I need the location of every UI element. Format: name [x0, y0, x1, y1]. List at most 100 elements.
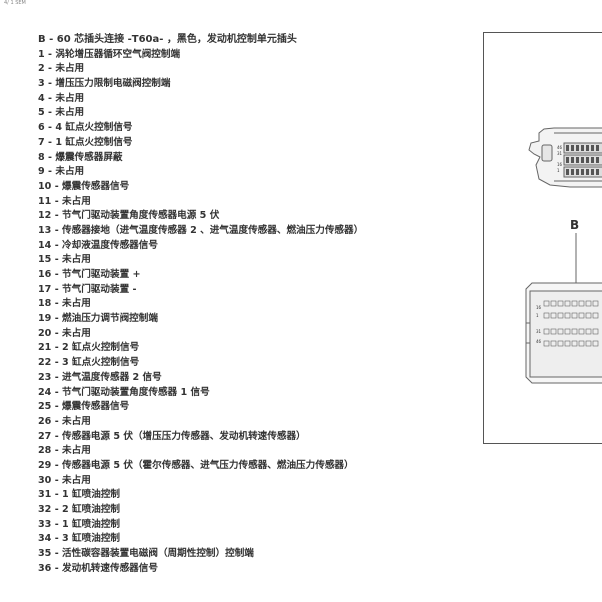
pin-number: 26 [38, 415, 52, 427]
pin-number: 5 [38, 107, 45, 119]
pin-number: 25 [38, 401, 52, 413]
pin-number: 32 [38, 504, 52, 515]
pin-item: 32 - 2 缸喷油控制 [38, 504, 121, 515]
pin-number-label: 1 [557, 168, 560, 173]
pin-item: 24 - 节气门驱动装置角度传感器 1 信号 [38, 386, 210, 398]
pin-item: 9 - 未占用 [38, 166, 85, 178]
pin-item: 26 - 未占用 [38, 415, 91, 427]
pin-number: 7 [38, 136, 45, 148]
pin-number: 21 [38, 342, 52, 354]
pin-item: 17 - 节气门驱动装置 - [38, 283, 137, 295]
pin-item: 33 - 1 缸喷油控制 [38, 518, 121, 530]
pin-description: 传感器电源 5 伏（增压压力传感器、发动机转速传感器） [62, 430, 306, 442]
pin-number: 2 [38, 63, 45, 75]
pin-number: 31 [38, 489, 52, 501]
pin-item: 12 - 节气门驱动装置角度传感器电源 5 伏 [38, 210, 220, 222]
pin-description: 未占用 [62, 195, 91, 207]
pin-number: 34 [38, 533, 52, 545]
pin-item: 4 - 未占用 [38, 92, 85, 104]
pin-item: 10 - 爆震传感器信号 [38, 180, 130, 192]
pin-description: 未占用 [55, 166, 85, 178]
pin-description: 燃油压力调节阀控制端 [62, 313, 158, 325]
pin-item: 1 - 涡轮增压器循环空气阀控制端 [38, 48, 181, 60]
pin-description: 未占用 [62, 298, 91, 310]
pin-item: 22 - 3 缸点火控制信号 [38, 357, 140, 369]
pin-description: 2 缸喷油控制 [62, 504, 121, 515]
pin-description: 未占用 [62, 254, 91, 266]
pin-item: 3 - 增压压力限制电磁阀控制端 [38, 78, 171, 90]
pin-item: 34 - 3 缸喷油控制 [38, 533, 121, 545]
pin-number: 36 [38, 562, 52, 574]
pin-description: 节气门驱动装置 + [62, 269, 141, 280]
pin-item: 13 - 传感器接地（进气温度传感器 2 、进气温度传感器、燃油压力传感器） [38, 224, 364, 236]
pin-item: 20 - 未占用 [38, 327, 91, 339]
pin-description: 未占用 [62, 415, 91, 427]
pin-item: 31 - 1 缸喷油控制 [38, 489, 121, 501]
pin-number: 24 [38, 386, 52, 398]
pin-number-label: 1 [536, 313, 539, 318]
pin-number-label: 46 [536, 339, 542, 344]
pin-number: 19 [38, 313, 52, 325]
connector-drawing: 46 31 16 1 16 1 31 46 [525, 127, 602, 384]
pin-item: 11 - 未占用 [38, 195, 91, 207]
pin-item: 35 - 活性碳容器装置电磁阀（周期性控制）控制端 [38, 548, 254, 560]
pin-number: 20 [38, 327, 52, 339]
pin-item: 23 - 进气温度传感器 2 信号 [38, 371, 162, 383]
pin-item: 14 - 冷却液温度传感器信号 [38, 239, 158, 251]
pin-description: 节气门驱动装置 - [62, 283, 137, 295]
pin-number: 14 [38, 239, 52, 251]
pin-item: 15 - 未占用 [38, 254, 91, 266]
pin-description: 爆震传感器信号 [62, 180, 130, 192]
pin-description: 2 缸点火控制信号 [62, 342, 140, 354]
connector-callout-label: B [570, 218, 580, 232]
upper-pin-numbers: 46 31 16 1 [557, 145, 563, 173]
pin-number: 13 [38, 224, 52, 236]
pin-description: 增压压力限制电磁阀控制端 [55, 78, 171, 90]
pin-number: 30 [38, 474, 52, 486]
pin-number: 16 [38, 269, 52, 280]
pin-item: 36 - 发动机转速传感器信号 [38, 562, 158, 574]
pin-number: 8 [38, 151, 45, 163]
pin-item: 28 - 未占用 [38, 445, 91, 457]
pin-item: 6 - 4 缸点火控制信号 [38, 122, 133, 134]
pin-description: 冷却液温度传感器信号 [62, 239, 158, 251]
pin-number: 27 [38, 430, 52, 442]
pin-item: 16 - 节气门驱动装置 + [38, 269, 141, 280]
pin-item: 8 - 爆震传感器屏蔽 [38, 151, 123, 163]
pin-number-label: 31 [536, 329, 542, 334]
pin-description: 4 缸点火控制信号 [55, 122, 133, 134]
pin-item: 21 - 2 缸点火控制信号 [38, 342, 140, 354]
pin-number: 4 [38, 92, 45, 104]
pin-number-label: 31 [557, 151, 563, 156]
pin-number: 28 [38, 445, 52, 457]
connector-figure: 46 31 16 1 16 1 31 46 B [483, 32, 602, 444]
pin-assignment-list: B - 60 芯插头连接 -T60a- ，黑色，发动机控制单元插头 1 - 涡轮… [38, 33, 363, 576]
pin-number: 18 [38, 298, 52, 310]
upper-pin-grid [566, 145, 599, 175]
pin-number-label: 16 [536, 305, 542, 310]
pin-number: 6 [38, 122, 45, 134]
connector-title: B - 60 芯插头连接 -T60a- ，黑色，发动机控制单元插头 [38, 34, 297, 45]
pin-number: 22 [38, 357, 52, 369]
lower-pin-numbers: 16 1 31 46 [536, 305, 542, 344]
pin-description: 涡轮增压器循环空气阀控制端 [55, 48, 181, 60]
pin-number: 23 [38, 371, 52, 383]
pin-description: 1 缸点火控制信号 [55, 136, 133, 148]
pin-description: 未占用 [62, 474, 91, 486]
pin-item: 19 - 燃油压力调节阀控制端 [38, 313, 158, 325]
pin-description: 未占用 [55, 107, 85, 119]
pin-number: 12 [38, 210, 52, 222]
pin-number: 3 [38, 78, 45, 90]
pin-number: 33 [38, 518, 52, 530]
pin-description: 爆震传感器信号 [62, 401, 130, 413]
pin-number: 11 [38, 195, 52, 207]
pin-description: 3 缸喷油控制 [62, 533, 121, 545]
pin-number: 29 [38, 459, 52, 471]
lower-pin-grid [543, 300, 599, 347]
pin-description: 进气温度传感器 2 信号 [62, 371, 162, 383]
pin-number: 17 [38, 283, 52, 295]
pin-description: 未占用 [62, 445, 91, 457]
pin-description: 活性碳容器装置电磁阀（周期性控制）控制端 [62, 548, 254, 560]
pin-description: 3 缸点火控制信号 [62, 357, 140, 369]
pin-item: 7 - 1 缸点火控制信号 [38, 136, 133, 148]
